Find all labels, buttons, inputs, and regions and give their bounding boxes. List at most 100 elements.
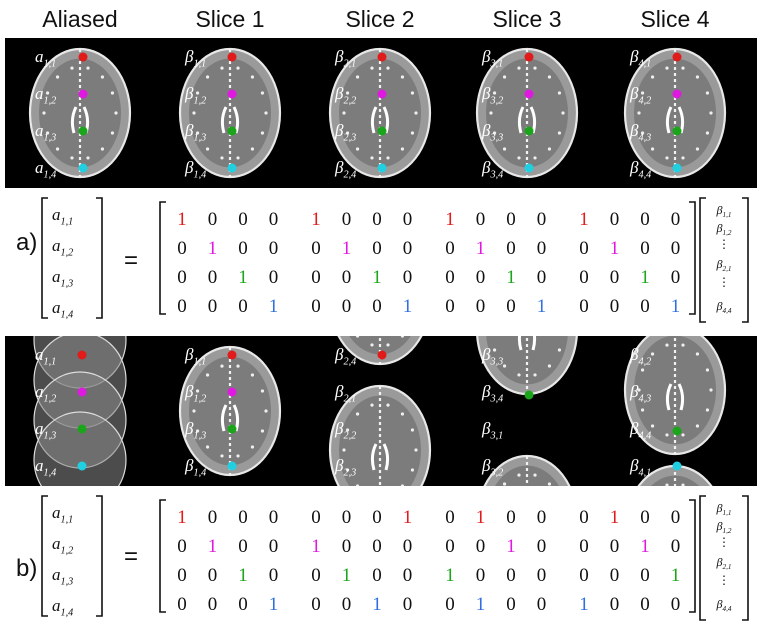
rhs-entry: β2,1	[716, 555, 732, 571]
rhs-ellipsis: ⋮	[718, 237, 730, 251]
matrix-entry: 0	[506, 594, 516, 615]
matrix-entry: 0	[372, 238, 382, 259]
matrix-entry: 1	[403, 507, 413, 528]
lhs-entry: a1,4	[52, 298, 73, 320]
column-headers: Aliased Slice 1 Slice 2 Slice 3 Slice 4	[42, 6, 709, 32]
matrix-entry: 0	[372, 507, 382, 528]
matrix-entry: 0	[445, 594, 455, 615]
marker-dot	[227, 424, 237, 434]
matrix-entry: 0	[269, 536, 279, 557]
panel-a-label: a)	[16, 229, 37, 256]
matrix-entry: 0	[640, 296, 650, 317]
header-slice-4: Slice 4	[640, 6, 709, 32]
matrix-bracket-left	[159, 499, 166, 613]
brain-b-2a	[337, 336, 423, 366]
matrix-entry: 1	[579, 209, 589, 230]
lhs-entry: a1,3	[52, 267, 73, 289]
matrix-entry: 0	[403, 267, 413, 288]
matrix-entry: 0	[177, 238, 187, 259]
matrix-entry: 0	[208, 267, 218, 288]
matrix-entry: 0	[579, 507, 589, 528]
matrix-entry: 0	[372, 209, 382, 230]
matrix-entry: 1	[372, 267, 382, 288]
matrix-entry: 0	[238, 507, 248, 528]
lhs-bracket-left	[41, 495, 48, 617]
matrix-entry: 0	[403, 238, 413, 259]
matrix-entry: 0	[610, 296, 620, 317]
matrix-entry: 0	[506, 238, 516, 259]
matrix-entry: 0	[445, 296, 455, 317]
marker-dot	[524, 89, 534, 99]
matrix-entry: 0	[506, 209, 516, 230]
matrix-entry: 1	[671, 296, 681, 317]
marker-dot	[377, 52, 387, 62]
brain-b-4a	[623, 336, 727, 456]
rhs-ellipsis: ⋮	[718, 275, 730, 289]
matrix-bracket-left	[159, 201, 166, 315]
matrix-entry: 0	[238, 296, 248, 317]
header-aliased: Aliased	[42, 6, 117, 32]
rhs-entry: β1,1	[716, 501, 732, 517]
matrix-entry: 0	[579, 238, 589, 259]
matrix-entry: 0	[311, 296, 321, 317]
matrix-entry: 0	[537, 507, 547, 528]
matrix-entry: 0	[342, 296, 352, 317]
matrix-entry: 0	[208, 296, 218, 317]
marker-dot	[77, 424, 87, 434]
matrix-entry: 0	[579, 296, 589, 317]
marker-dot	[78, 89, 88, 99]
rhs-entry: β1,1	[716, 203, 732, 219]
matrix-entry: 0	[537, 594, 547, 615]
brain-b-3a	[476, 336, 578, 396]
matrix-entry: 1	[610, 238, 620, 259]
matrix-entry: 0	[238, 536, 248, 557]
matrix-entry: 0	[311, 238, 321, 259]
matrix-entry: 0	[177, 536, 187, 557]
header-slice-1: Slice 1	[195, 6, 264, 32]
matrix-entry: 0	[506, 296, 516, 317]
marker-dot	[377, 350, 387, 360]
matrix-entry: 1	[372, 594, 382, 615]
matrix-entry: 0	[177, 565, 187, 586]
matrix-entry: 1	[506, 536, 516, 557]
matrix-entry: 0	[269, 267, 279, 288]
matrix-entry: 0	[506, 507, 516, 528]
marker-dot	[78, 163, 88, 173]
matrix-entry: 1	[342, 565, 352, 586]
brain-images-b: a1,1a1,2a1,3a1,4β1,1β1,2β1,3β1,4β2,4β2,1…	[33, 336, 727, 486]
lhs-entry: a1,3	[52, 565, 73, 587]
rhs-entry: β1,2	[716, 221, 732, 237]
marker-dot	[672, 461, 682, 471]
matrix-entry: 0	[537, 209, 547, 230]
rhs-bracket-right	[742, 197, 749, 323]
matrix-entry: 0	[311, 507, 321, 528]
matrix-entry: 1	[311, 209, 321, 230]
matrix-entry: 0	[372, 296, 382, 317]
brain-a-2	[328, 47, 432, 179]
matrix-entry: 0	[403, 565, 413, 586]
matrix-entry: 1	[269, 296, 279, 317]
matrix-entry: 0	[671, 209, 681, 230]
matrix-entry: 1	[610, 507, 620, 528]
matrix-entry: 1	[208, 238, 218, 259]
matrix-entry: 0	[311, 594, 321, 615]
header-slice-3: Slice 3	[492, 6, 561, 32]
lhs-entry: a1,2	[52, 534, 73, 556]
matrix-entry: 0	[238, 238, 248, 259]
matrix-entry: 1	[506, 267, 516, 288]
matrix-entry: 0	[579, 565, 589, 586]
lhs-bracket-left	[41, 197, 48, 319]
lhs-entry: a1,1	[52, 205, 73, 227]
matrix-entry: 0	[372, 565, 382, 586]
rhs-bracket-left	[699, 495, 706, 621]
matrix-entry: 0	[403, 594, 413, 615]
matrix-entry: 0	[342, 507, 352, 528]
matrix-entry: 1	[537, 296, 547, 317]
matrix-entry: 0	[269, 209, 279, 230]
matrix-entry: 0	[311, 267, 321, 288]
matrix-entry: 1	[476, 507, 486, 528]
matrix-entry: 0	[537, 536, 547, 557]
matrix-entry: 0	[671, 594, 681, 615]
lhs-entry: a1,4	[52, 596, 73, 618]
